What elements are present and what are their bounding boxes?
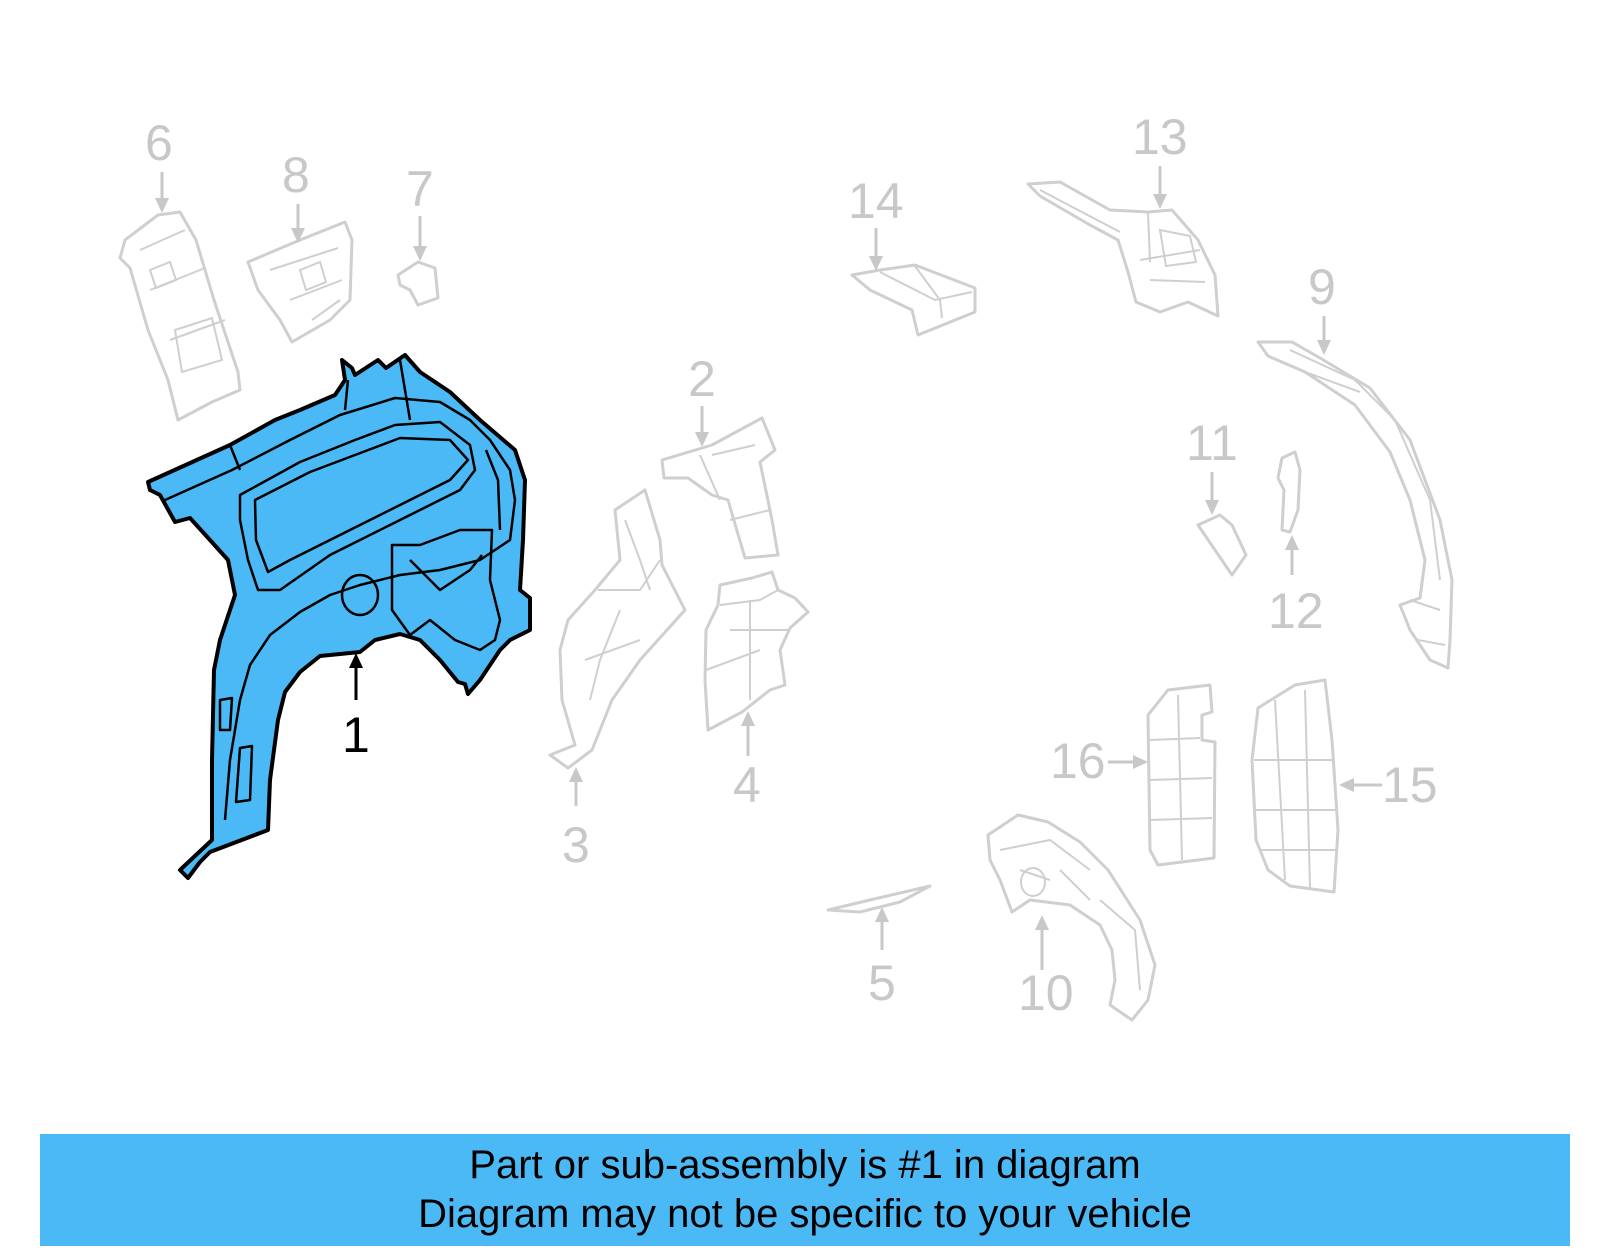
callout-14: 14 — [848, 173, 904, 229]
part-9[interactable] — [1256, 340, 1454, 670]
callout-8: 8 — [282, 147, 310, 203]
callout-9: 9 — [1308, 259, 1336, 315]
part-8[interactable] — [246, 220, 354, 344]
callout-11: 11 — [1186, 415, 1238, 471]
part-12[interactable] — [1276, 450, 1302, 534]
arrowhead-5 — [875, 907, 889, 922]
callout-12: 12 — [1268, 583, 1324, 639]
banner-line-1: Part or sub-assembly is #1 in diagram — [469, 1143, 1141, 1187]
part-7[interactable] — [396, 260, 440, 307]
callout-5: 5 — [868, 955, 896, 1011]
banner-line-2: Diagram may not be specific to your vehi… — [418, 1192, 1192, 1236]
callout-10: 10 — [1018, 965, 1074, 1021]
arrowhead-16 — [1133, 755, 1148, 769]
arrowhead-10 — [1035, 915, 1049, 930]
callout-16: 16 — [1050, 733, 1106, 789]
arrowhead-1 — [349, 653, 363, 668]
part-14[interactable] — [850, 263, 977, 337]
part-15[interactable] — [1250, 678, 1340, 894]
info-banner: Part or sub-assembly is #1 in diagram Di… — [40, 1134, 1570, 1246]
arrowhead-3 — [569, 767, 583, 782]
arrowhead-7 — [413, 246, 427, 261]
callout-7: 7 — [406, 161, 434, 217]
arrowhead-11 — [1205, 500, 1219, 515]
part-4[interactable] — [703, 570, 810, 732]
callout-13: 13 — [1132, 109, 1188, 165]
arrowhead-12 — [1285, 535, 1299, 550]
arrowhead-14 — [869, 256, 883, 271]
part-1-highlighted[interactable] — [146, 353, 532, 880]
arrowhead-13 — [1153, 194, 1167, 209]
arrowhead-8 — [291, 228, 305, 243]
part-2[interactable] — [660, 416, 780, 560]
part-6[interactable] — [118, 210, 242, 422]
callout-1: 1 — [342, 707, 370, 763]
arrowhead-4 — [741, 711, 755, 726]
arrowhead-2 — [695, 432, 709, 447]
callout-4: 4 — [733, 757, 761, 813]
part-5[interactable] — [826, 884, 932, 914]
callout-3: 3 — [562, 817, 590, 873]
part-10[interactable] — [986, 813, 1157, 1022]
callout-15: 15 — [1382, 757, 1438, 813]
part-13[interactable] — [1026, 180, 1220, 318]
arrowhead-15 — [1339, 778, 1354, 792]
part-11[interactable] — [1196, 513, 1248, 577]
arrowhead-6 — [155, 198, 169, 213]
callout-2: 2 — [688, 351, 716, 407]
part-16[interactable] — [1146, 683, 1217, 867]
part-3[interactable] — [548, 488, 687, 770]
callout-6: 6 — [145, 115, 173, 171]
arrowhead-9 — [1317, 340, 1331, 355]
